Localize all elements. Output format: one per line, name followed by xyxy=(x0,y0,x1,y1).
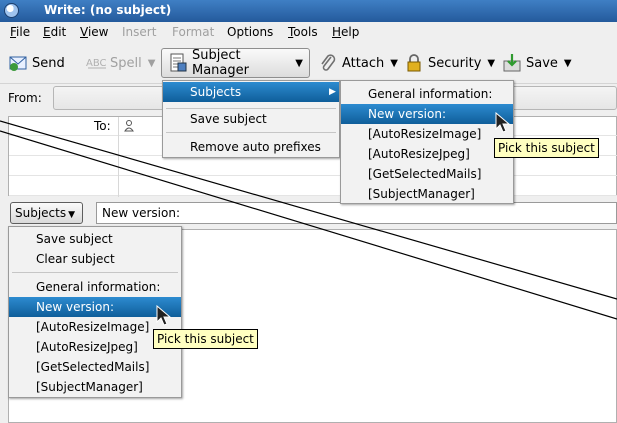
title-bar: Write: (no subject) xyxy=(0,0,617,22)
lock-icon xyxy=(404,53,424,73)
spell-check-icon: ABC xyxy=(86,53,107,73)
send-icon xyxy=(8,53,28,73)
menu-insert: Insert xyxy=(122,25,157,39)
security-button[interactable]: Security ▼ xyxy=(404,48,495,78)
chevron-down-icon: ▼ xyxy=(68,210,76,220)
spell-button: ABC Spell ▼ xyxy=(86,48,155,78)
subject-manager-icon xyxy=(168,53,188,73)
menu-item-remove-auto-prefixes[interactable]: Remove auto prefixes xyxy=(190,140,321,154)
submenu-item[interactable]: [AutoResizeImage] xyxy=(368,127,482,141)
dropdown-item-clear-subject[interactable]: Clear subject xyxy=(36,252,115,266)
chevron-right-icon: ▶ xyxy=(329,87,336,97)
subject-input[interactable]: New version: xyxy=(96,202,617,224)
menu-format: Format xyxy=(172,25,215,39)
menu-item-save-subject[interactable]: Save subject xyxy=(190,112,267,126)
chevron-down-icon: ▼ xyxy=(147,57,156,69)
subjects-dropdown-button[interactable]: Subjects▼ xyxy=(10,202,83,224)
recipient-row[interactable] xyxy=(9,157,617,176)
menu-edit[interactable]: Edit xyxy=(43,25,67,39)
recipient-row[interactable] xyxy=(9,177,617,196)
chevron-down-icon: ▼ xyxy=(295,57,303,69)
menu-options[interactable]: Options xyxy=(227,25,274,39)
dropdown-item-save-subject[interactable]: Save subject xyxy=(36,232,113,246)
chevron-down-icon: ▼ xyxy=(390,57,398,69)
from-label: From: xyxy=(8,91,42,105)
submenu-item-new-version[interactable]: New version: xyxy=(341,104,513,124)
window-title: Write: (no subject) xyxy=(44,3,172,17)
submenu-header: General information: xyxy=(368,87,493,101)
save-button[interactable]: Save ▼ xyxy=(502,48,572,78)
mouse-cursor-icon xyxy=(495,112,511,133)
subject-manager-menu: Subjects ▶ Save subject Remove auto pref… xyxy=(162,80,340,158)
dropdown-header: General information: xyxy=(36,280,161,294)
submenu-item[interactable]: [AutoResizeJpeg] xyxy=(368,147,470,161)
dropdown-item[interactable]: [AutoResizeJpeg] xyxy=(36,340,138,354)
menu-item-subjects[interactable]: Subjects ▶ xyxy=(163,82,339,102)
paperclip-icon xyxy=(318,53,338,73)
menu-help[interactable]: Help xyxy=(332,25,360,39)
menu-tools[interactable]: Tools xyxy=(288,25,318,39)
mouse-cursor-icon xyxy=(156,305,172,326)
tooltip: Pick this subject xyxy=(494,138,599,158)
svg-text:ABC: ABC xyxy=(86,58,107,69)
subject-manager-button[interactable]: Subject Manager ▼ xyxy=(161,48,310,78)
attach-button[interactable]: Attach ▼ xyxy=(318,48,398,78)
app-icon xyxy=(4,3,19,18)
dropdown-item[interactable]: [SubjectManager] xyxy=(36,380,143,394)
chevron-down-icon: ▼ xyxy=(563,57,572,69)
to-label: To: xyxy=(94,119,111,133)
submenu-item[interactable]: [GetSelectedMails] xyxy=(368,167,482,181)
subjects-submenu: General information: New version: [AutoR… xyxy=(340,80,514,204)
chevron-down-icon: ▼ xyxy=(487,57,496,69)
tooltip: Pick this subject xyxy=(153,329,258,349)
dropdown-item[interactable]: [AutoResizeImage] xyxy=(36,320,150,334)
toolbar: Send ABC Spell ▼ Subject Manager ▼ Attac… xyxy=(0,44,617,84)
address-book-icon[interactable] xyxy=(124,120,134,132)
subjects-dropdown-menu: Save subject Clear subject General infor… xyxy=(8,226,182,398)
menu-view[interactable]: View xyxy=(80,25,109,39)
menubar: File Edit View Insert Format Options Too… xyxy=(0,22,617,44)
save-icon xyxy=(502,53,522,73)
submenu-item[interactable]: [SubjectManager] xyxy=(368,187,475,201)
dropdown-item-new-version[interactable]: New version: xyxy=(9,297,181,317)
menu-file[interactable]: File xyxy=(10,25,31,39)
send-button[interactable]: Send xyxy=(8,48,65,78)
dropdown-item[interactable]: [GetSelectedMails] xyxy=(36,360,150,374)
